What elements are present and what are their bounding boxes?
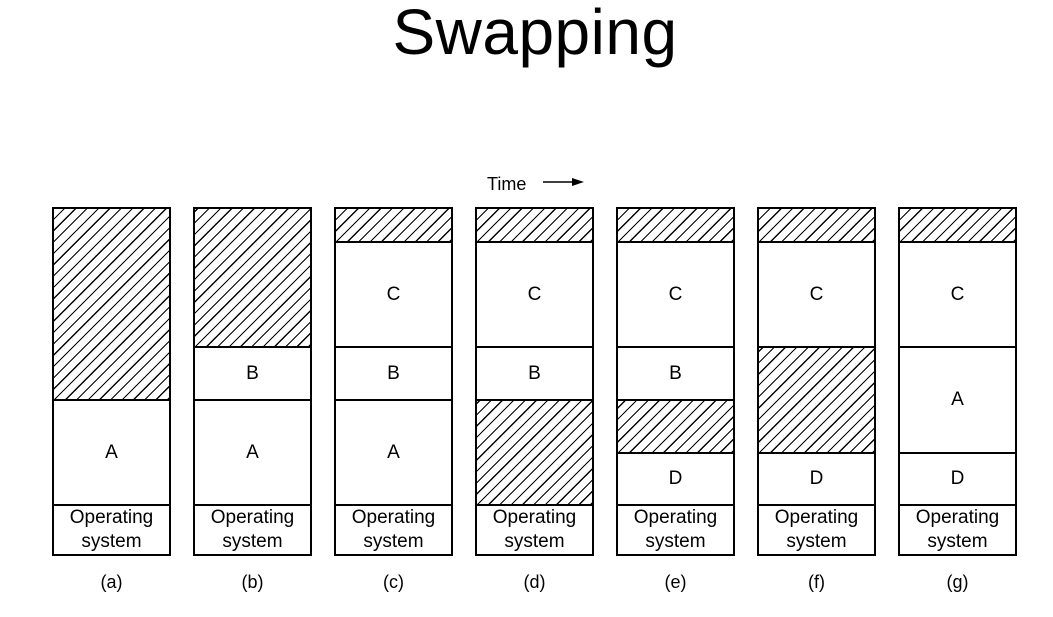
process-label: A [387,441,400,463]
memory-column: A Operating system [52,207,171,556]
memory-column: C B D Operating system [616,207,735,556]
process-label: C [527,283,542,305]
memory-column: C A D Operating system [898,207,1017,556]
column-caption: (a) [100,572,123,592]
process-label: D [809,468,824,489]
os-label-line1: Operating [210,507,295,528]
free-memory-block [618,209,733,241]
free-memory-block [195,209,310,346]
free-memory-block [477,209,592,241]
free-memory-block [759,209,874,241]
process-label: B [669,362,682,384]
os-label-line1: Operating [633,507,718,528]
process-label: C [950,283,965,305]
free-memory-block [900,209,1015,241]
process-label: D [668,468,683,489]
process-block: B [618,346,733,399]
process-label: C [386,283,401,305]
process-block: C [477,241,592,346]
free-memory-block [759,346,874,452]
os-label-line2: system [363,531,424,552]
free-memory-block [336,209,451,241]
column-caption: (f) [808,572,825,592]
os-label-line1: Operating [915,507,1000,528]
memory-column: C B Operating system [475,207,594,556]
free-memory-block [477,399,592,504]
process-block: B [336,346,451,399]
process-block: C [336,241,451,346]
time-label: Time [487,174,527,194]
process-block: D [759,452,874,504]
process-label: B [246,362,259,384]
column-caption: (c) [383,572,404,592]
os-label-line2: system [927,531,988,552]
os-label-line1: Operating [351,507,436,528]
time-arrow-icon [542,174,586,197]
process-label: C [809,283,824,305]
os-label-line2: system [645,531,706,552]
operating-system-block: Operating system [900,504,1015,554]
free-memory-block [54,209,169,399]
os-label-line1: Operating [774,507,859,528]
operating-system-block: Operating system [759,504,874,554]
process-block: C [900,241,1015,346]
os-label-line2: system [786,531,847,552]
process-block: B [195,346,310,399]
os-label-line1: Operating [69,507,154,528]
free-memory-block [618,399,733,452]
operating-system-block: Operating system [336,504,451,554]
process-block: C [759,241,874,346]
os-label-line2: system [504,531,565,552]
process-label: D [950,468,965,489]
column-caption: (d) [523,572,546,592]
process-block: D [618,452,733,504]
process-block: C [618,241,733,346]
process-block: D [900,452,1015,504]
process-block: A [900,346,1015,452]
process-block: A [336,399,451,504]
process-block: A [195,399,310,504]
process-label: C [668,283,683,305]
os-label-line2: system [81,531,142,552]
process-block: A [54,399,169,504]
column-caption: (g) [946,572,969,592]
process-label: A [951,389,964,410]
operating-system-block: Operating system [477,504,592,554]
page-title: Swapping [392,0,678,68]
memory-column: C B A Operating system [334,207,453,556]
os-label-line1: Operating [492,507,577,528]
operating-system-block: Operating system [618,504,733,554]
process-label: B [528,362,541,384]
process-label: A [246,441,259,463]
operating-system-block: Operating system [54,504,169,554]
process-label: B [387,362,400,384]
memory-column: B A Operating system [193,207,312,556]
operating-system-block: Operating system [195,504,310,554]
memory-column: C D Operating system [757,207,876,556]
process-label: A [105,441,118,463]
process-block: B [477,346,592,399]
column-caption: (e) [664,572,687,592]
os-label-line2: system [222,531,283,552]
column-caption: (b) [241,572,264,592]
